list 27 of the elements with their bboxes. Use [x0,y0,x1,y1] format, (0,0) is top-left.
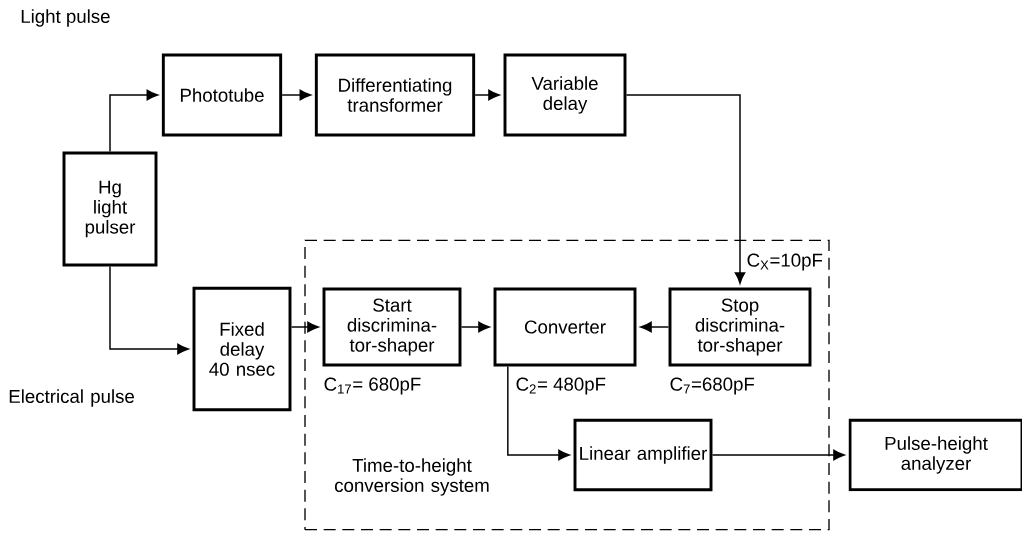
signal-label: Electrical pulse [9,389,134,407]
block-box: Stop discrimina- tor-shaper [668,287,812,367]
block-box: Hg light pulser [62,151,158,267]
block-box: Variable delay [503,53,627,137]
block-box: Linear amplifier [573,418,713,492]
block-box: Fixed delay 40 nsec [192,286,292,412]
block-box: Differentiating transformer [314,53,476,137]
arrow [507,365,570,461]
arrow [640,321,670,333]
arrow [109,89,159,153]
arrow [711,449,845,461]
signal-label: Light pulse [21,9,110,27]
capacitance-label: C$_{2}$= 480pF [516,377,606,395]
block-box: Start discrimina- tor-shaper [322,287,462,367]
boundary-label: Time-to-height conversion system [335,458,489,496]
capacitance-label: C$_{17}$= 680pF [324,377,421,395]
arrow [109,265,189,355]
arrow [460,321,490,333]
arrow [281,89,312,101]
capacitance-label: C$_{7}$=680pF [670,377,755,395]
block-box: Phototube [161,53,283,137]
arrow [290,321,319,333]
block-box: Pulse-height analyzer [848,418,1022,492]
arrow [625,94,746,284]
block-box: Converter [493,287,637,367]
capacitance-label: C$_{X}$=10pF [747,253,823,271]
arrow [474,89,500,101]
